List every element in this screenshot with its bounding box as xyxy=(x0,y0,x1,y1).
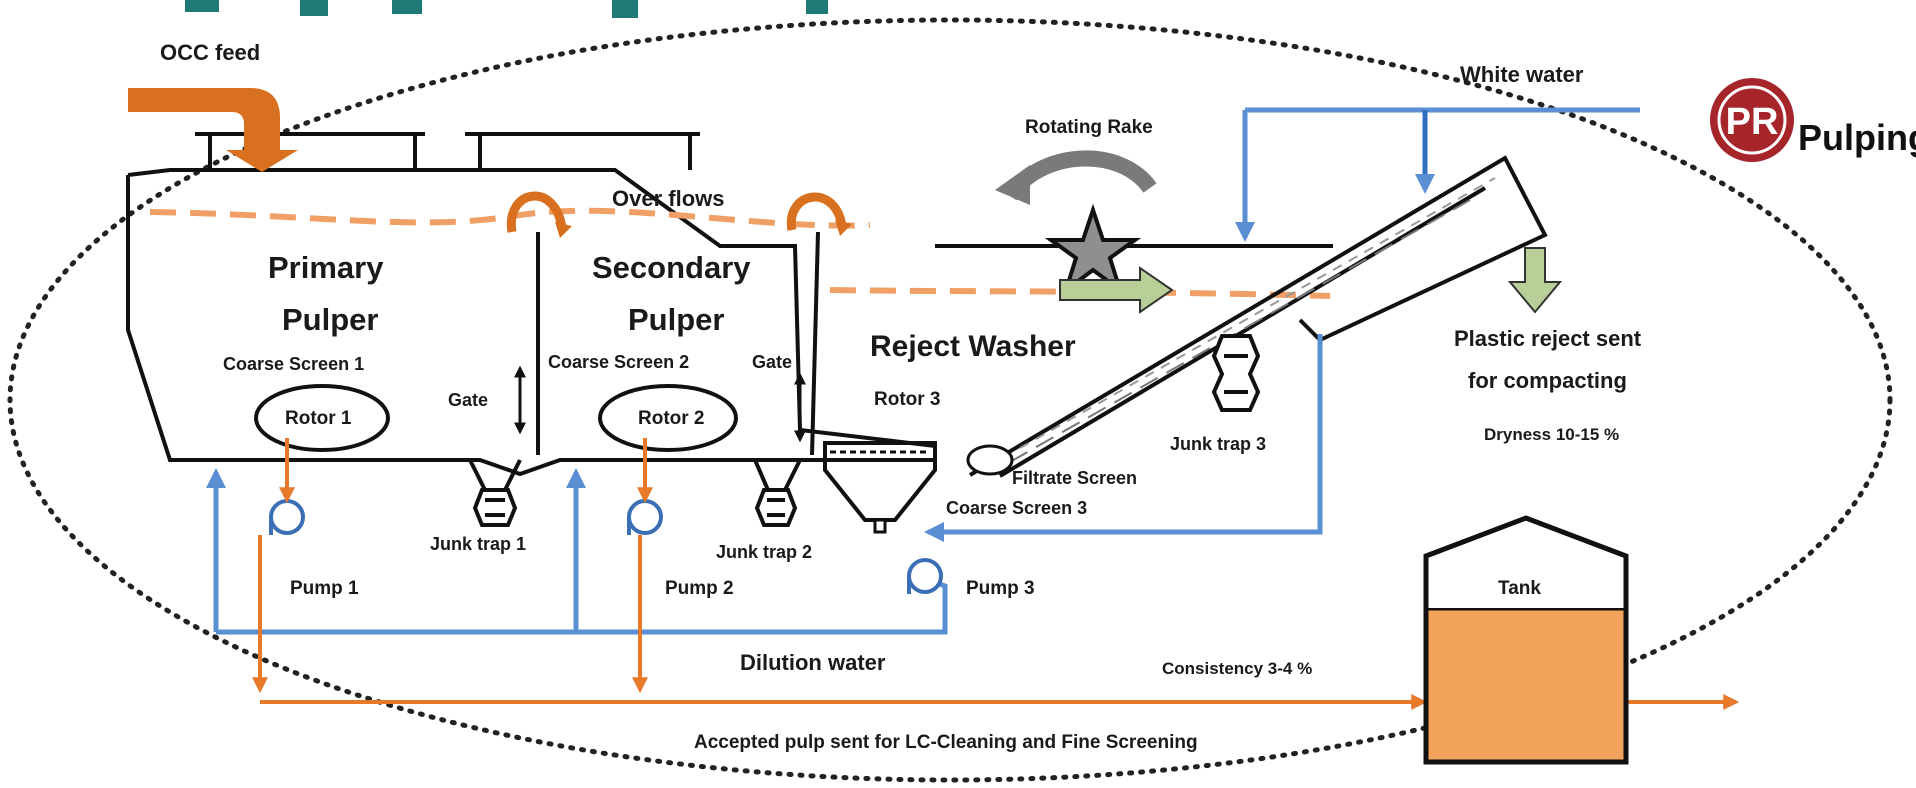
label-plastic-reject-2: for compacting xyxy=(1468,368,1627,393)
rotor-2 xyxy=(598,384,738,452)
tank xyxy=(1423,515,1629,765)
label-rotor-3: Rotor 3 xyxy=(874,389,941,410)
label-pump-3: Pump 3 xyxy=(966,578,1035,599)
rotor-1 xyxy=(254,384,390,452)
label-accepted-pulp: Accepted pulp sent for LC-Cleaning and F… xyxy=(694,732,1198,753)
label-plastic-reject-1: Plastic reject sent xyxy=(1454,326,1642,351)
label-tank: Tank xyxy=(1498,578,1541,599)
pump-2 xyxy=(627,499,663,535)
white-water-lines xyxy=(924,107,1640,542)
label-rotating-rake: Rotating Rake xyxy=(1025,117,1153,138)
pulper-vessel xyxy=(126,132,937,492)
label-coarse-screen-2: Coarse Screen 2 xyxy=(548,352,689,372)
label-filtrate-screen: Filtrate Screen xyxy=(1012,468,1137,488)
dilution-water-lines xyxy=(206,468,948,635)
overflow-arrow-1 xyxy=(506,191,567,233)
label-reject-washer: Reject Washer xyxy=(870,330,1076,363)
pump-1 xyxy=(269,499,305,535)
label-rotor-1: Rotor 1 xyxy=(285,408,352,429)
label-secondary-1: Secondary xyxy=(592,250,751,285)
label-dryness: Dryness 10-15 % xyxy=(1484,425,1619,444)
occ-feed-arrow xyxy=(128,88,298,172)
overflow-arrow-2 xyxy=(786,192,847,231)
pulp-lines xyxy=(252,438,1740,710)
junk-trap-2 xyxy=(754,488,798,527)
label-junk-trap-3: Junk trap 3 xyxy=(1170,434,1266,454)
logo-mark: PR xyxy=(1726,101,1779,143)
label-pump-2: Pump 2 xyxy=(665,578,734,599)
junk-trap-1 xyxy=(472,488,518,527)
pulp-level-line xyxy=(149,207,871,229)
system-boundary xyxy=(7,17,1893,783)
label-gate-2: Gate xyxy=(752,352,792,372)
reject-washer-frame xyxy=(935,155,1548,478)
label-coarse-screen-3: Coarse Screen 3 xyxy=(946,498,1087,518)
plastic-reject-down-arrow xyxy=(1507,247,1563,314)
label-occ-feed: OCC feed xyxy=(160,40,260,65)
rotating-rake-arrow xyxy=(1003,150,1157,201)
label-dilution-water: Dilution water xyxy=(740,650,886,675)
label-primary-2: Pulper xyxy=(282,302,378,337)
label-consistency: Consistency 3-4 % xyxy=(1162,659,1312,678)
label-junk-trap-2: Junk trap 2 xyxy=(716,542,812,562)
reject-washer-level xyxy=(829,287,1331,299)
label-coarse-screen-1: Coarse Screen 1 xyxy=(223,354,364,374)
label-pump-1: Pump 1 xyxy=(290,578,359,599)
title-remnant xyxy=(185,0,828,18)
label-over-flows: Over flows xyxy=(612,186,724,211)
rotor-3-screen xyxy=(823,441,937,534)
pr-pulping-logo: PR Pulping xyxy=(1710,78,1916,162)
label-secondary-2: Pulper xyxy=(628,302,724,337)
label-junk-trap-1: Junk trap 1 xyxy=(430,534,526,554)
label-rotor-2: Rotor 2 xyxy=(638,408,705,429)
flow-green-arrow xyxy=(1059,266,1174,314)
label-gate-1: Gate xyxy=(448,390,488,410)
pump-3 xyxy=(907,558,943,594)
junk-trap-3 xyxy=(1211,334,1261,412)
label-white-water: White water xyxy=(1460,62,1584,87)
logo-text: Pulping xyxy=(1798,117,1916,158)
rotating-rake-star xyxy=(1044,203,1142,296)
label-primary-1: Primary xyxy=(268,250,384,285)
